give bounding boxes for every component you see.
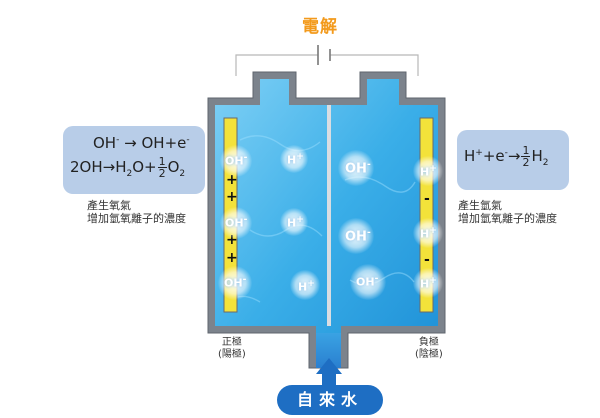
plus-sign: + xyxy=(226,232,238,248)
ion-glow xyxy=(290,270,320,300)
hydroxide-ion: OH- xyxy=(356,274,379,289)
membrane xyxy=(327,105,331,326)
hydroxide-ion: OH- xyxy=(225,153,248,168)
plus-sign: + xyxy=(226,250,238,266)
ion-glow xyxy=(413,218,443,248)
minus-sign: - xyxy=(424,191,430,207)
hydroxide-ion: OH- xyxy=(345,160,371,177)
ion-glow xyxy=(413,156,443,186)
cathode-caption: 產生氫氣 增加氫氧離子的濃度 xyxy=(458,199,557,225)
cathode-label: 負極 (陰極) xyxy=(415,337,443,360)
ion-glow xyxy=(220,145,252,177)
hydrogen-ion: H+ xyxy=(420,164,437,179)
power-wires xyxy=(235,45,419,76)
anode-equation-1: OH- → OH+e- xyxy=(93,134,190,152)
ion-glow xyxy=(350,264,386,300)
hydrogen-ion: H+ xyxy=(298,279,315,294)
electrolysis-title: 電解 xyxy=(302,17,338,37)
inlet-arrow xyxy=(316,358,342,386)
ion-glow xyxy=(413,268,443,298)
anode-caption: 產生氧氣 增加氫氧離子的濃度 xyxy=(87,199,186,225)
plus-sign: + xyxy=(226,189,238,205)
ion-glow xyxy=(218,266,252,300)
hydrogen-ion: H+ xyxy=(420,276,437,291)
hydrogen-ion: H+ xyxy=(287,215,304,230)
hydrogen-ion: H+ xyxy=(420,226,437,241)
hydroxide-ion: OH- xyxy=(224,275,247,290)
tap-water-inlet-label: 自來水 xyxy=(277,385,383,415)
minus-sign: - xyxy=(424,252,430,268)
ion-glow xyxy=(220,207,252,239)
water xyxy=(215,79,438,368)
hydroxide-ion: OH- xyxy=(225,215,248,230)
hydroxide-ion: OH- xyxy=(345,228,371,245)
ion-glow xyxy=(338,218,374,254)
hydrogen-ion: H+ xyxy=(287,152,304,167)
ion-glow xyxy=(280,145,308,173)
ion-glow xyxy=(338,150,374,186)
ion-glow xyxy=(280,208,308,236)
anode-label: 正極 (陽極) xyxy=(218,337,246,360)
plus-sign: + xyxy=(226,172,238,188)
